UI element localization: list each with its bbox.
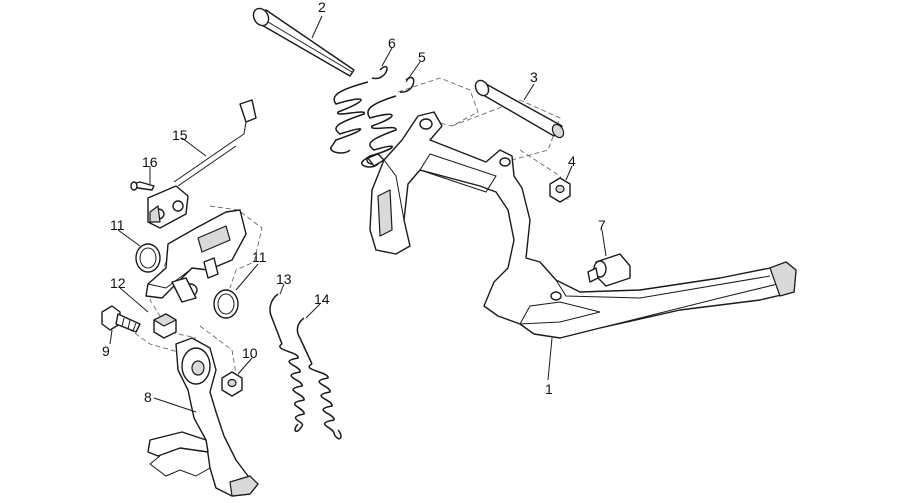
part-14-spring — [296, 317, 342, 440]
part-8-side-stand — [147, 337, 259, 497]
callout-12: 12 — [110, 275, 126, 291]
part-7-rubber-stop — [587, 253, 631, 287]
callout-3: 3 — [530, 69, 538, 85]
part-13-spring — [269, 293, 305, 433]
callout-14: 14 — [314, 291, 330, 307]
callout-1: 1 — [545, 381, 553, 397]
callout-6: 6 — [388, 35, 396, 51]
callout-11-right: 11 — [252, 249, 267, 265]
leader-lines — [109, 15, 607, 413]
part-11-oring-left — [135, 243, 161, 273]
callout-5: 5 — [418, 49, 426, 65]
part-10-nut — [221, 371, 243, 397]
part-16-screw — [130, 181, 155, 191]
part-6-spring — [330, 66, 388, 154]
part-3-sleeve — [474, 79, 565, 139]
callout-15: 15 — [172, 127, 188, 143]
part-12-block — [153, 313, 177, 339]
part-9-bolt — [101, 305, 141, 333]
callout-2: 2 — [318, 0, 326, 15]
part-11-oring-right — [213, 289, 239, 319]
part-2-pivot-pin — [252, 7, 355, 77]
callout-13: 13 — [276, 271, 292, 287]
part-15-sensor — [147, 99, 257, 229]
callout-10: 10 — [242, 345, 258, 361]
callout-9: 9 — [102, 343, 110, 359]
part-1-main-stand — [369, 111, 797, 339]
callout-4: 4 — [568, 153, 576, 169]
callout-labels: 2 6 5 3 4 7 1 15 16 11 11 12 13 14 9 10 … — [102, 0, 606, 405]
callout-7: 7 — [598, 217, 606, 233]
callout-8: 8 — [144, 389, 152, 405]
part-4-nut — [549, 177, 571, 203]
callout-16: 16 — [142, 154, 158, 170]
bushing — [366, 153, 385, 167]
callout-11-left: 11 — [110, 217, 125, 233]
assembly-dash-lines — [121, 77, 569, 375]
sensor-bracket — [145, 209, 247, 303]
